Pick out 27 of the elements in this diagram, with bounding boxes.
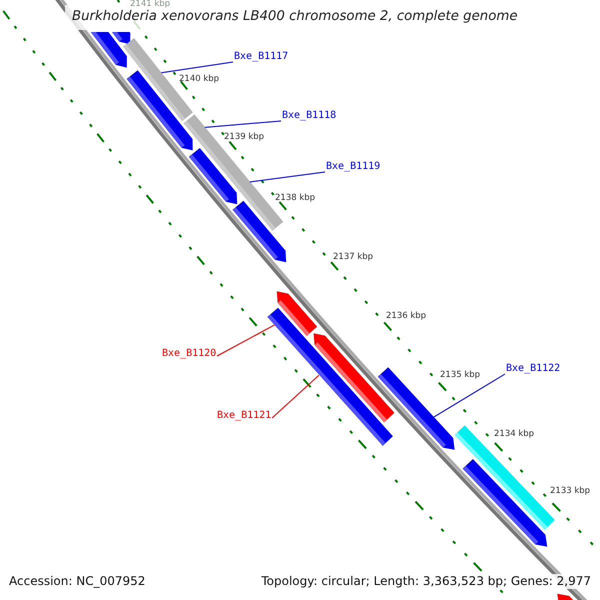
- gene-label: Bxe_B1118: [282, 110, 336, 122]
- scale-label: 2134 kbp: [494, 429, 534, 439]
- gene-block: [557, 594, 574, 600]
- gene-block: [232, 200, 286, 262]
- gene-label: Bxe_B1119: [326, 161, 380, 173]
- leader-line: [433, 374, 506, 418]
- gene-label: Bxe_B1120: [162, 348, 216, 360]
- gene-label: Bxe_B1121: [217, 410, 272, 422]
- leader-line: [272, 374, 320, 418]
- leader-line: [216, 324, 275, 356]
- gene-block: [188, 148, 238, 204]
- gene-label: Bxe_B1122: [506, 363, 560, 375]
- leader-line: [204, 120, 282, 128]
- gene-block: [112, 32, 130, 44]
- footer-text: Accession: NC_007952: [8, 574, 146, 589]
- footer-text: Topology: circular; Length: 3,363,523 bp; Genes: 2,977: [260, 574, 592, 589]
- scale-label: 2139 kbp: [224, 132, 264, 142]
- gene-block: [462, 459, 548, 547]
- leader-line: [249, 172, 326, 182]
- gene-label: Bxe_B1117: [234, 51, 288, 63]
- scale-label: 2133 kbp: [550, 486, 590, 496]
- leader-line: [160, 62, 234, 74]
- scale-label: 2140 kbp: [179, 74, 220, 84]
- scale-label: 2136 kbp: [386, 311, 426, 321]
- scale-label: 2137 kbp: [333, 252, 374, 262]
- scale-label: 2138 kbp: [275, 193, 316, 203]
- scale-label: 2135 kbp: [440, 370, 480, 380]
